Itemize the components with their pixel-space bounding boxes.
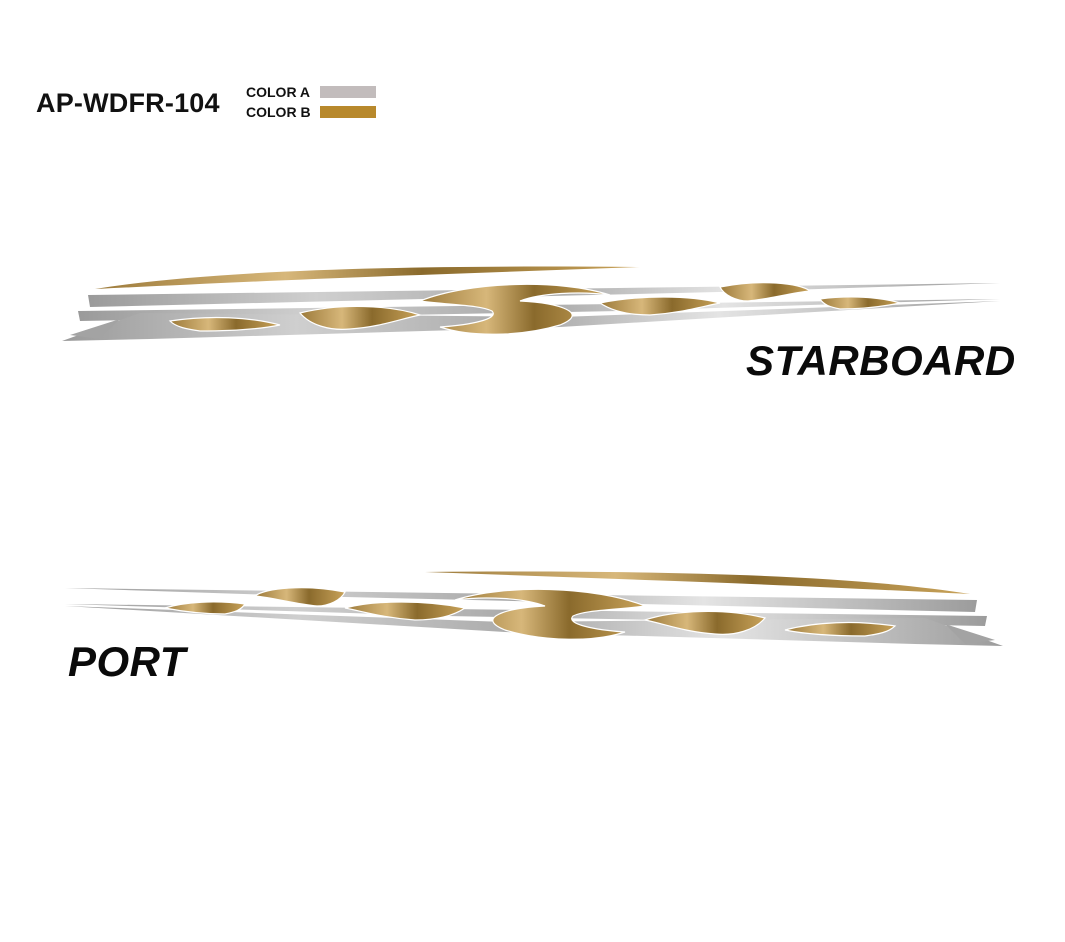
starboard-decal-graphic xyxy=(62,266,1000,341)
starboard-gold-flame-6 xyxy=(818,296,901,310)
starboard-gold-flame-2 xyxy=(298,305,423,330)
port-gold-flame-4 xyxy=(253,587,346,607)
starboard-gold-flame-1 xyxy=(417,283,611,335)
color-key: COLOR A COLOR B xyxy=(246,82,386,122)
starboard-gold-flame-3 xyxy=(598,296,721,316)
starboard-gold-flame-5 xyxy=(168,316,281,332)
color-b-label: COLOR B xyxy=(246,104,311,120)
color-a-swatch xyxy=(320,86,376,98)
starboard-gold-flame-4 xyxy=(719,282,812,302)
starboard-silver-shard xyxy=(70,319,120,339)
port-gold-swoosh-top xyxy=(425,571,970,594)
port-gold-flame-2 xyxy=(642,610,767,635)
port-silver-shard xyxy=(945,624,995,644)
starboard-label: STARBOARD xyxy=(746,337,1016,384)
port-decal-graphic xyxy=(65,571,1003,646)
product-code: AP-WDFR-104 xyxy=(36,88,220,118)
color-key-row-a: COLOR A xyxy=(246,82,386,102)
port-label: PORT xyxy=(68,638,186,685)
port-gold-flame-3 xyxy=(344,601,467,621)
color-b-swatch xyxy=(320,106,376,118)
color-a-label: COLOR A xyxy=(246,84,311,100)
starboard-gold-swoosh-top xyxy=(95,266,640,289)
port-gold-flame-5 xyxy=(784,621,897,637)
port-gold-flame-6 xyxy=(164,601,247,615)
port-gold-flame-1 xyxy=(454,588,648,640)
color-key-row-b: COLOR B xyxy=(246,102,386,122)
